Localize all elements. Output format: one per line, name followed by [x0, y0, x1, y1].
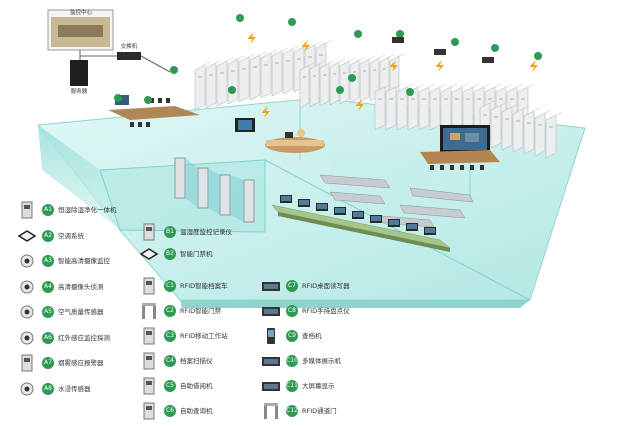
- dehumidifier-icon: [16, 200, 38, 220]
- legend-label: 红外感应监控探测: [58, 332, 110, 344]
- smoke-detector-icon: [16, 353, 38, 373]
- scene-marker: [114, 94, 122, 102]
- legend-code-badge: C6: [164, 405, 176, 417]
- legend-code-badge: C12: [286, 405, 298, 417]
- dome-camera-icon: [16, 277, 38, 297]
- server-tower: [70, 60, 88, 86]
- scene-marker: [406, 88, 414, 96]
- infrared-sensor-icon: [16, 328, 38, 348]
- floor-front: [180, 300, 530, 308]
- scene-marker: [144, 96, 152, 104]
- legend-label: RFID智能门禁: [180, 305, 221, 317]
- big-screen-icon: [260, 376, 282, 396]
- legend-code-badge: A2: [42, 230, 54, 242]
- rfid-reader-icon: [260, 276, 282, 296]
- scene-marker: [354, 30, 362, 38]
- ceiling-device-icon: [434, 49, 446, 55]
- thermo-recorder-icon: [138, 222, 160, 242]
- legend-code-badge: C3: [164, 330, 176, 342]
- scene-marker: [491, 44, 499, 52]
- legend-code-badge: B2: [164, 248, 176, 260]
- legend-code-badge: C8: [286, 305, 298, 317]
- self-service-icon: [138, 376, 160, 396]
- right-table: [420, 150, 500, 164]
- legend-label: 自助借阅机: [180, 380, 213, 392]
- legend-code-badge: B1: [164, 226, 176, 238]
- rfid-workstation-icon: [138, 326, 160, 346]
- legend-code-badge: C4: [164, 355, 176, 367]
- scene-marker: [288, 18, 296, 26]
- legend-label: RFID手持盘点仪: [302, 305, 350, 317]
- legend-code-badge: A8: [42, 383, 54, 395]
- legend-code-badge: A3: [42, 255, 54, 267]
- legend-label: 水浸传感器: [58, 383, 91, 395]
- legend-label: 查档机: [302, 330, 322, 342]
- legend-label: 大屏幕显示: [302, 380, 335, 392]
- water-sensor-icon: [16, 379, 38, 399]
- rfid-door-icon: [260, 401, 282, 421]
- legend-code-badge: A5: [42, 306, 54, 318]
- scanner-icon: [138, 351, 160, 371]
- alarm-bolt-icon: [248, 32, 256, 44]
- legend-label: 烟雾感应报警器: [58, 357, 104, 369]
- server-label: 服务器: [71, 87, 88, 95]
- scene-marker: [396, 30, 404, 38]
- alarm-bolt-icon: [436, 60, 444, 72]
- legend-code-badge: C11: [286, 380, 298, 392]
- legend-label: 温湿度监控记录仪: [180, 226, 232, 238]
- legend-label: 档案扫描仪: [180, 355, 213, 367]
- scene-marker: [348, 74, 356, 82]
- phone-terminal-icon: [260, 326, 282, 346]
- scene-marker: [228, 86, 236, 94]
- legend-label: 智能门禁机: [180, 248, 213, 260]
- ptz-camera-icon: [16, 251, 38, 271]
- rfid-cart-icon: [138, 276, 160, 296]
- legend-code-badge: C7: [286, 280, 298, 292]
- legend-label: 空气质量传感器: [58, 306, 104, 318]
- scene-marker: [236, 14, 244, 22]
- legend-label: 空调系统: [58, 230, 84, 242]
- ceiling-device-icon: [392, 37, 404, 43]
- display-terminal-icon: [260, 351, 282, 371]
- legend-code-badge: C1: [164, 280, 176, 292]
- legend-label: 自助查询机: [180, 405, 213, 417]
- kiosk-icon: [138, 401, 160, 421]
- scene-marker: [534, 52, 542, 60]
- scene-marker: [336, 86, 344, 94]
- legend-label: 智能高清摄像监控: [58, 255, 110, 267]
- legend-label: RFID智能档案车: [180, 280, 228, 292]
- switch-label: 交换机: [121, 42, 138, 50]
- scene-marker: [170, 66, 178, 74]
- legend-code-badge: A1: [42, 204, 54, 216]
- legend-code-badge: C2: [164, 305, 176, 317]
- legend-code-badge: A4: [42, 281, 54, 293]
- legend-code-badge: C10: [286, 355, 298, 367]
- rfid-gate-icon: [138, 301, 160, 321]
- monitor-center-label: 监控中心: [70, 8, 93, 16]
- handheld-reader-icon: [260, 301, 282, 321]
- legend-label: RFID移动工作站: [180, 330, 228, 342]
- legend-code-badge: C9: [286, 330, 298, 342]
- reception-screen: [285, 132, 293, 138]
- air-sensor-icon: [16, 302, 38, 322]
- legend-code-badge: A6: [42, 332, 54, 344]
- legend-label: 恒湿除湿净化一体机: [58, 204, 117, 216]
- ceiling-ac-icon: [16, 226, 38, 246]
- alarm-bolt-icon: [530, 60, 538, 72]
- network-switch: [117, 52, 141, 60]
- ceiling-device-icon: [482, 57, 494, 63]
- legend-label: 高清摄像头侦测: [58, 281, 104, 293]
- access-control-icon: [138, 244, 160, 264]
- legend-code-badge: A7: [42, 357, 54, 369]
- scene-marker: [451, 38, 459, 46]
- legend-label: RFID桌面读写器: [302, 280, 350, 292]
- legend-label: RFID通道门: [302, 405, 337, 417]
- legend-code-badge: C5: [164, 380, 176, 392]
- legend-label: 多媒体展示机: [302, 355, 341, 367]
